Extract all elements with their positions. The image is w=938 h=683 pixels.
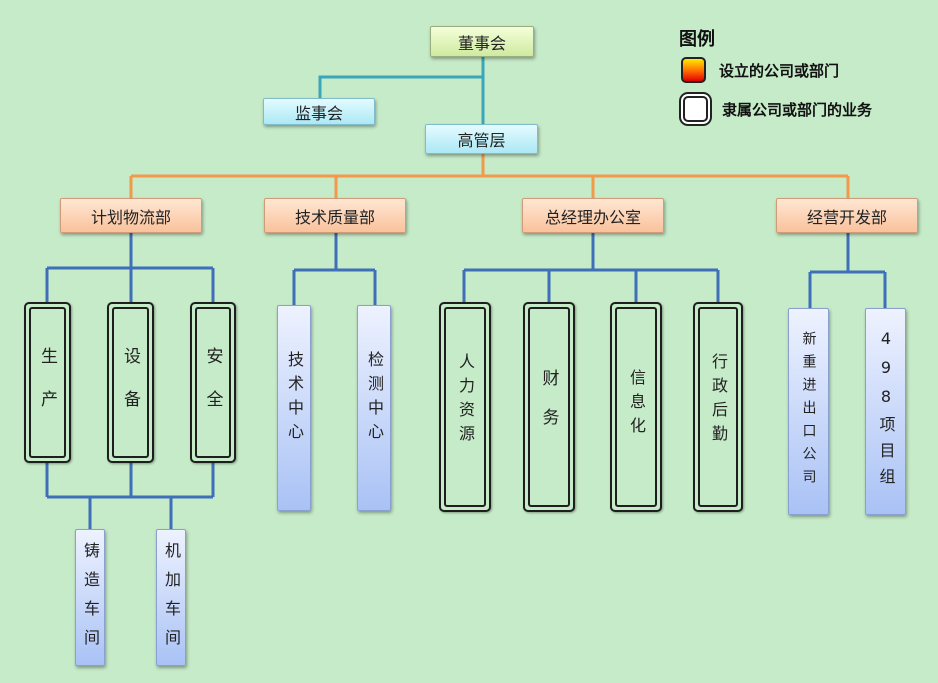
unit-safety: 安全 [190, 302, 236, 463]
dept-label: 总经理办公室 [544, 207, 641, 227]
supervisory-board: 监事会 [263, 98, 375, 125]
unit-label: 安全 [202, 347, 223, 433]
unit-production: 生产 [24, 302, 71, 463]
unit-test-center: 检测中心 [357, 305, 391, 511]
unit-finance: 财务 [523, 302, 575, 512]
unit-equipment: 设备 [107, 302, 154, 463]
legend-company-label: 设立的公司或部门 [719, 62, 840, 80]
unit-human-resources: 人力资源 [439, 302, 491, 512]
dept-planning-logistics: 计划物流部 [60, 198, 202, 233]
unit-label: 行政后勤 [709, 353, 728, 449]
unit-label: 设备 [120, 347, 140, 433]
unit-label: 新重进出口公司 [800, 331, 817, 492]
senior-management: 高管层 [425, 124, 538, 154]
unit-casting-workshop: 铸造车间 [75, 529, 105, 666]
unit-label: 人力资源 [456, 353, 475, 449]
dept-general-manager-office: 总经理办公室 [522, 198, 664, 233]
legend-company-swatch [681, 57, 706, 83]
unit-administration: 行政后勤 [693, 302, 743, 512]
dept-technical-quality: 技术质量部 [264, 198, 406, 233]
unit-label: 生产 [37, 347, 57, 433]
board-label: 董事会 [457, 33, 506, 53]
board-of-directors: 董事会 [430, 26, 534, 57]
legend-title: 图例 [679, 29, 715, 50]
dept-business-development: 经营开发部 [776, 198, 918, 233]
legend-affiliated-label: 隶属公司或部门的业务 [722, 101, 873, 119]
dept-label: 计划物流部 [90, 207, 171, 227]
unit-machining-workshop: 机加车间 [156, 529, 186, 666]
unit-label: 技术中心 [285, 351, 304, 447]
unit-import-export-company: 新重进出口公司 [788, 308, 829, 515]
unit-label: 机加车间 [162, 542, 181, 658]
unit-information: 信息化 [610, 302, 662, 512]
supervisors-label: 监事会 [294, 103, 343, 123]
dept-label: 经营开发部 [806, 207, 887, 227]
dept-label: 技术质量部 [294, 207, 375, 227]
unit-label: 铸造车间 [81, 542, 100, 658]
unit-label: 检测中心 [365, 351, 384, 447]
legend-affiliated-swatch [683, 96, 708, 122]
unit-label: 498项目组 [876, 329, 896, 494]
unit-tech-center: 技术中心 [277, 305, 311, 511]
unit-label: 信息化 [627, 369, 646, 441]
unit-label: 财务 [538, 369, 559, 447]
management-label: 高管层 [457, 131, 506, 150]
unit-project-498: 498项目组 [865, 308, 906, 515]
